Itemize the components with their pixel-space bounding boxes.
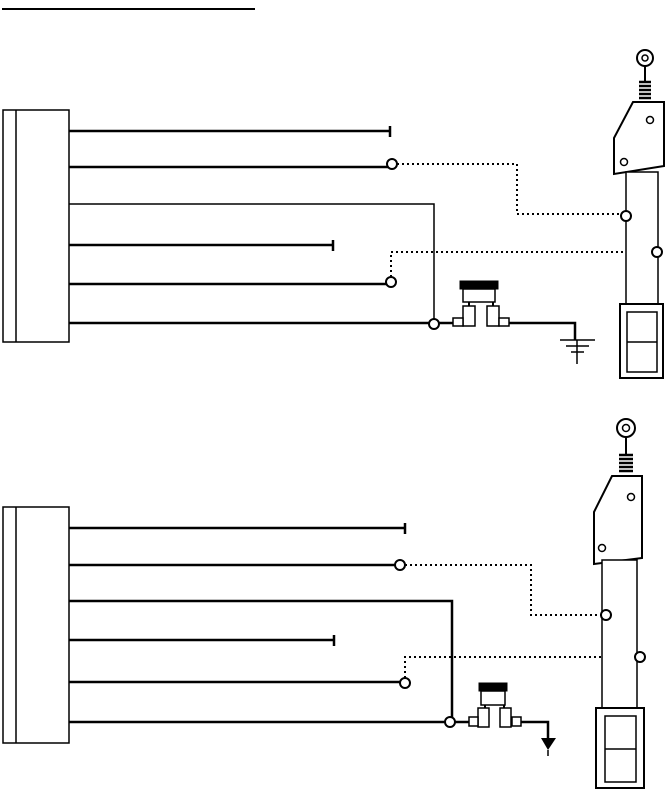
wire-3-upper: [69, 204, 434, 323]
ground-wire-lower: [521, 722, 548, 738]
wire-3-lower: [69, 601, 452, 722]
connector-5-lower: [400, 678, 410, 688]
ground-arrow-icon: [541, 738, 556, 756]
control-unit-upper: [3, 110, 69, 342]
ground-wire-upper: [509, 323, 575, 340]
dotted-link-b-upper: [391, 252, 654, 277]
junction-lower: [445, 717, 455, 727]
connector-2-lower: [395, 560, 405, 570]
switch-icon-lower: [469, 683, 521, 727]
upper-diagram: [3, 50, 664, 378]
dotted-link-a-lower: [405, 565, 603, 615]
control-unit-lower: [3, 507, 69, 743]
junction-upper: [429, 319, 439, 329]
ground-icon: [560, 340, 595, 364]
dotted-link-a-upper: [397, 164, 624, 214]
connector-5-upper: [386, 277, 396, 287]
connector-2-upper: [387, 159, 397, 169]
door-lock-actuator-upper: [614, 50, 664, 378]
lower-diagram: [3, 419, 645, 788]
door-lock-actuator-lower: [594, 419, 645, 788]
switch-icon-upper: [453, 281, 509, 326]
